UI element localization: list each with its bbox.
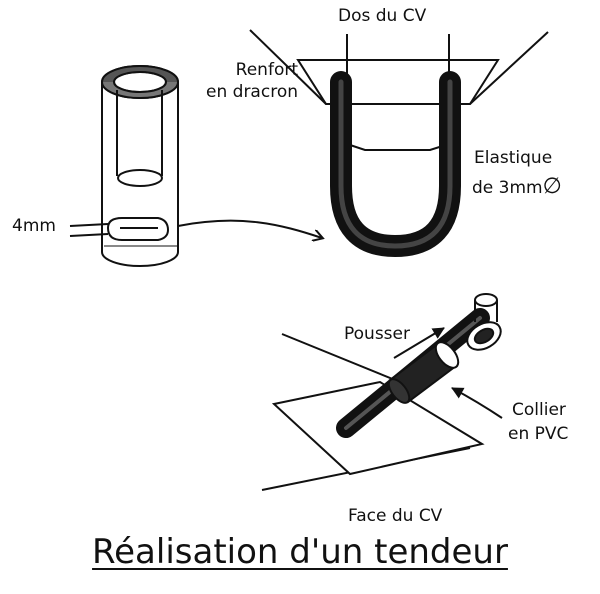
- pvc-tube: [101, 65, 179, 267]
- collier-arrow: [451, 387, 503, 419]
- label-collier-line2: en PVC: [508, 424, 569, 444]
- pvc-collar: [387, 341, 460, 404]
- top-ring: [466, 293, 502, 351]
- label-renfort-line2: en dracron: [206, 82, 298, 102]
- hull-face-detail: [261, 333, 485, 491]
- diameter-icon: ∅: [542, 174, 562, 199]
- label-renfort-line1: Renfort: [235, 60, 298, 80]
- label-four-mm: 4mm: [12, 216, 56, 236]
- diagram-title: Réalisation d'un tendeur: [92, 532, 508, 572]
- label-face-du-cv: Face du CV: [348, 506, 443, 526]
- label-elastique-line2: de 3mm∅: [472, 176, 562, 199]
- label-pousser: Pousser: [344, 324, 410, 344]
- label-elastique-size: de 3mm: [472, 178, 543, 198]
- pousser-arrow: [393, 327, 445, 359]
- label-elastique-line1: Elastique: [474, 148, 553, 168]
- elastic-cord: [330, 71, 461, 258]
- transfer-arrow: [177, 219, 322, 238]
- label-collier-line1: Collier: [512, 400, 566, 420]
- four-mm-leader: [69, 223, 109, 237]
- label-dos-du-cv: Dos du CV: [338, 6, 427, 26]
